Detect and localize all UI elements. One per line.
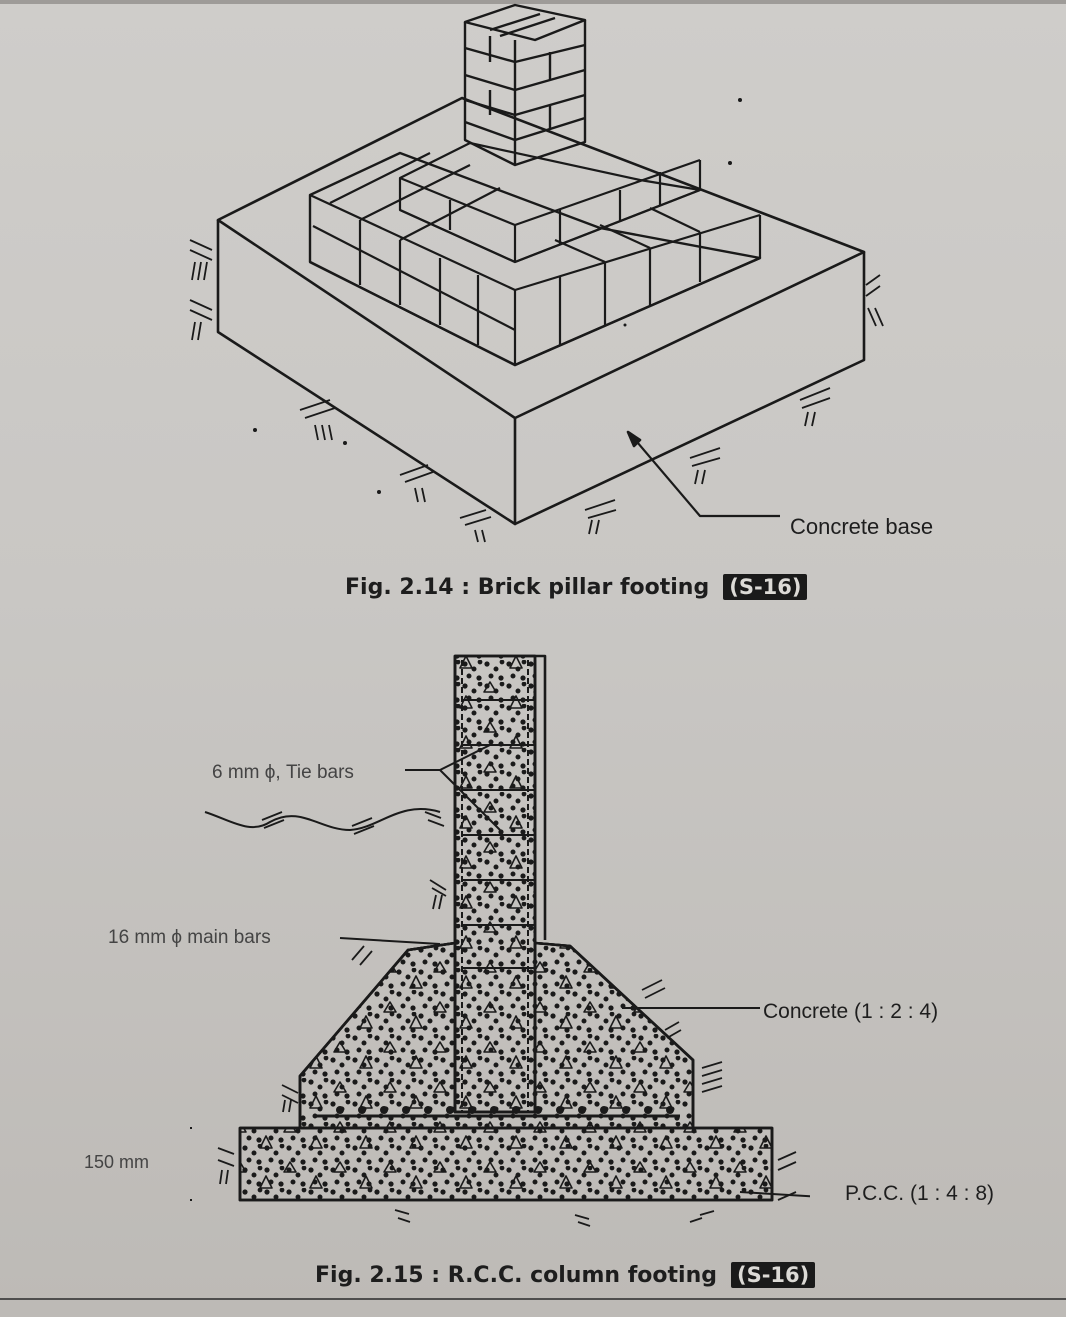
page-top-edge — [0, 0, 1066, 4]
main-bars-label: 16 mm ϕ main bars — [108, 927, 271, 948]
page-bottom-rule — [0, 1298, 1066, 1300]
thickness-dimension-label: 150 mm — [84, 1152, 150, 1172]
concrete-base-label: Concrete base — [790, 514, 934, 539]
concrete-mix-label: Concrete (1 : 2 : 4) — [763, 1000, 939, 1023]
figure-2-15-caption: Fig. 2.15 : R.C.C. column footing (S-16) — [315, 1262, 816, 1288]
figure-2-14-caption-text: Fig. 2.14 : Brick pillar footing — [345, 575, 710, 600]
rcc-column-footing-diagram — [190, 654, 810, 1227]
figure-2-14-badge: (S-16) — [723, 574, 808, 600]
figure-2-14-caption: Fig. 2.14 : Brick pillar footing (S-16) — [345, 574, 808, 600]
brick-pillar-footing-diagram — [189, 3, 884, 543]
figure-2-15-badge: (S-16) — [730, 1262, 816, 1288]
tie-bars-label: 6 mm ϕ, Tie bars — [212, 762, 354, 783]
figure-2-15-caption-text: Fig. 2.15 : R.C.C. column footing — [315, 1263, 717, 1288]
pcc-mix-label: P.C.C. (1 : 4 : 8) — [845, 1182, 994, 1205]
